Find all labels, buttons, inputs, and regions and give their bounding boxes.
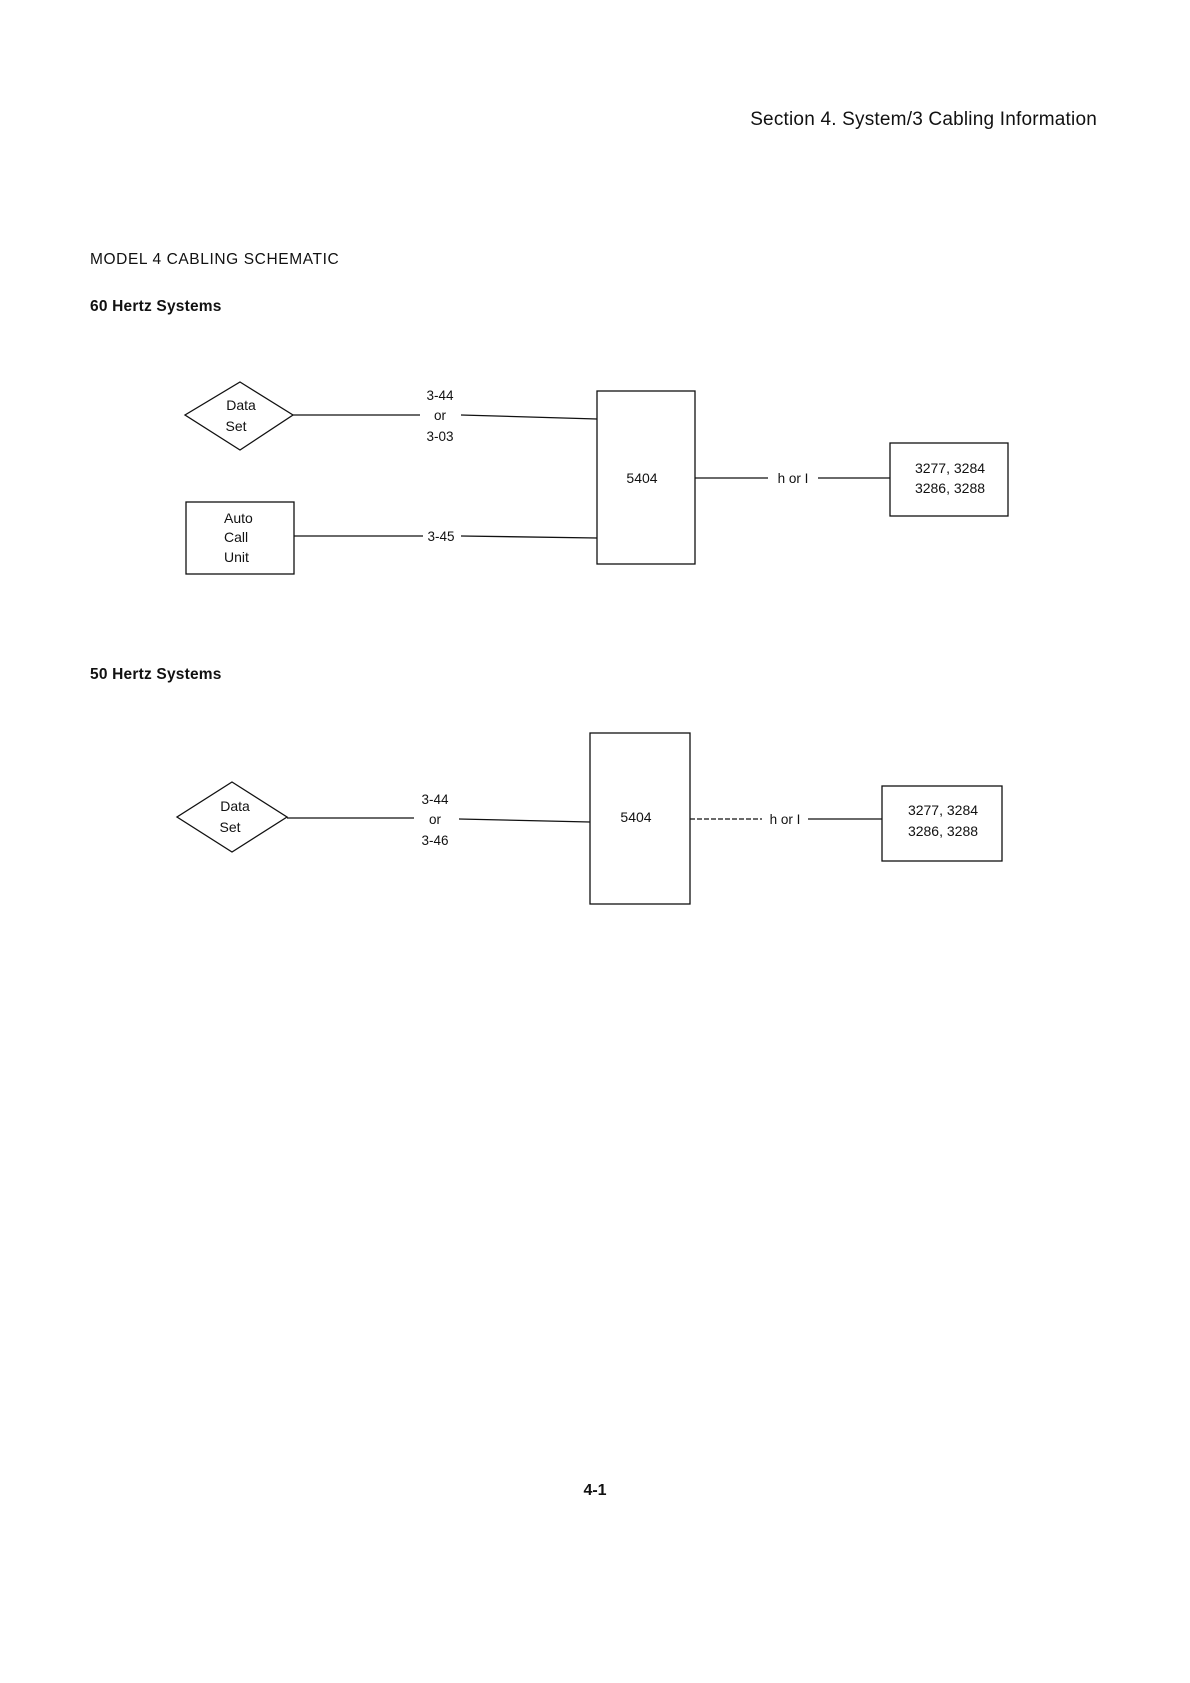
auto-call-label-line3: Unit <box>224 549 249 565</box>
terminal-label-50hz-line1: 3277, 3284 <box>908 802 978 818</box>
heading-50-hertz: 50 Hertz Systems <box>90 666 222 683</box>
data-set-label-line1: Data <box>226 397 256 413</box>
terminal-label-60hz-line1: 3277, 3284 <box>915 460 985 476</box>
cable-label-data-set-50hz-or: or <box>429 812 442 827</box>
data-set-diamond-60hz <box>183 381 295 451</box>
terminal-label-60hz-line2: 3286, 3288 <box>915 480 985 496</box>
cable-label-terminal-60hz: h or I <box>778 471 809 486</box>
data-set-50hz-label-line2: Set <box>219 819 240 835</box>
data-set-diamond-50hz <box>175 781 289 853</box>
cable-label-data-set-60hz-or: or <box>434 408 447 423</box>
cable-label-data-set-60hz-top: 3-44 <box>426 388 454 403</box>
cable-label-data-set-50hz-top: 3-44 <box>421 792 449 807</box>
terminal-box-50hz <box>881 785 1003 862</box>
processor-label-50hz: 5404 <box>620 809 651 825</box>
cable-label-data-set-50hz-bottom: 3-46 <box>421 833 448 848</box>
cable-label-terminal-50hz: h or I <box>770 812 801 827</box>
cable-label-data-set-60hz-bottom: 3-03 <box>426 429 453 444</box>
schematic-title: MODEL 4 CABLING SCHEMATIC <box>90 251 340 268</box>
auto-call-label-line2: Call <box>224 529 248 545</box>
processor-label-60hz: 5404 <box>626 470 657 486</box>
auto-call-unit-box <box>185 501 295 575</box>
page-number: 4-1 <box>583 1482 607 1499</box>
heading-60-hertz: 60 Hertz Systems <box>90 298 222 315</box>
terminal-label-50hz-line2: 3286, 3288 <box>908 823 978 839</box>
cable-line-auto-call-right <box>460 535 598 539</box>
cable-line-data-set-50hz-right <box>458 818 591 823</box>
terminal-box-60hz <box>889 442 1009 517</box>
auto-call-label-line1: Auto <box>224 510 253 526</box>
cable-label-auto-call: 3-45 <box>427 529 454 544</box>
data-set-label-line2: Set <box>225 418 246 434</box>
data-set-50hz-label-line1: Data <box>220 798 250 814</box>
cable-line-data-set-60hz-right <box>460 414 598 420</box>
section-header: Section 4. System/3 Cabling Information <box>750 109 1097 130</box>
